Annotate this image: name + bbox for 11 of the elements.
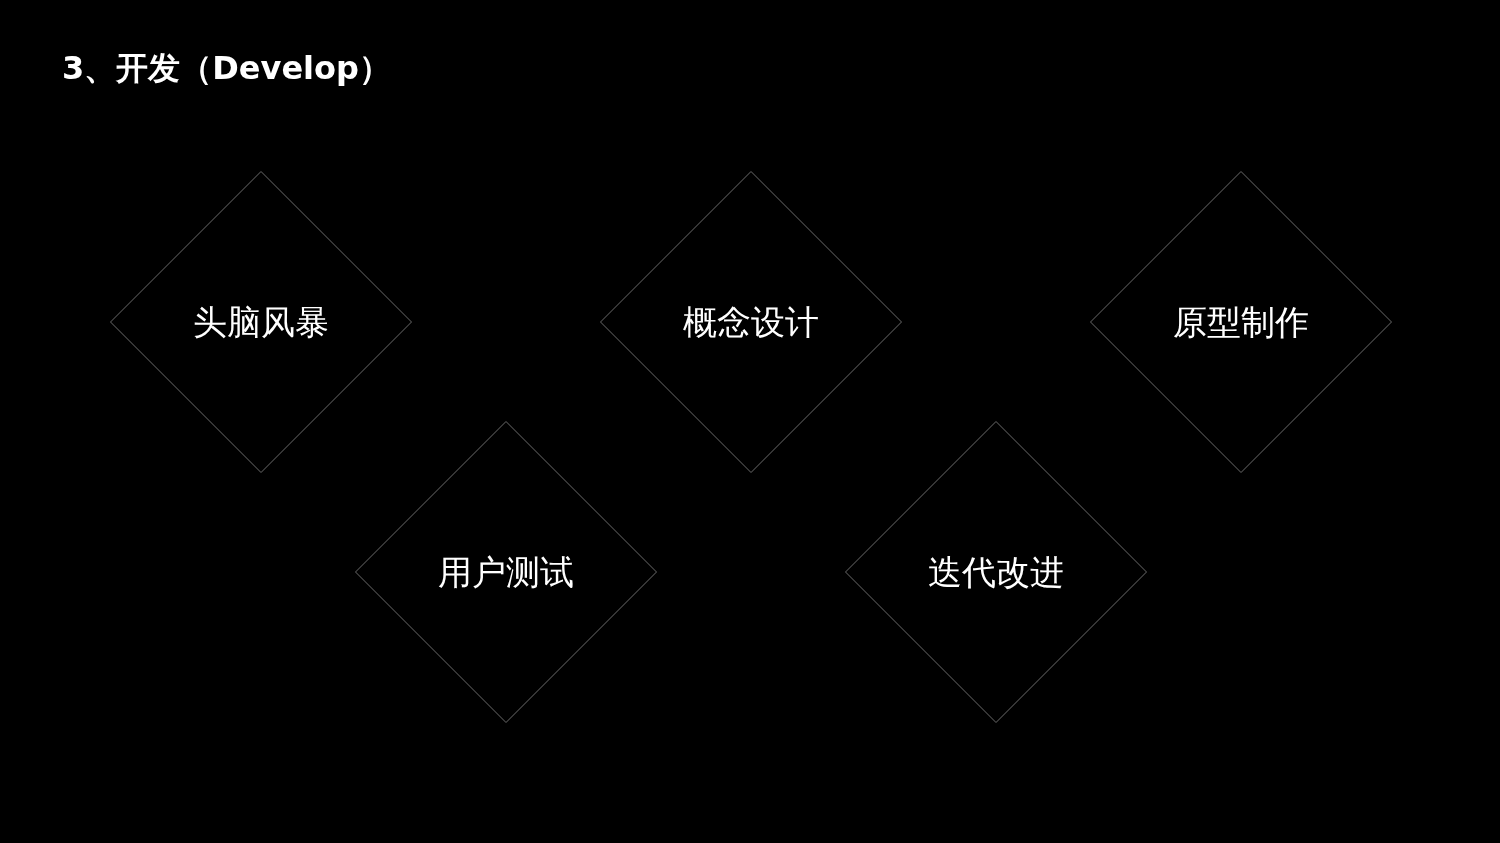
- step-diamond: [845, 421, 1147, 723]
- step-diamond: [355, 421, 657, 723]
- step-label: 概念设计: [683, 302, 819, 342]
- step-label: 用户测试: [438, 552, 574, 592]
- step-label: 头脑风暴: [193, 302, 329, 342]
- step-diamond: [600, 171, 902, 473]
- step-diamond: [110, 171, 412, 473]
- slide-title: 3、开发（Develop）: [62, 48, 391, 89]
- step-label: 迭代改进: [928, 552, 1064, 592]
- step-label: 原型制作: [1173, 302, 1309, 342]
- step-diamond: [1090, 171, 1392, 473]
